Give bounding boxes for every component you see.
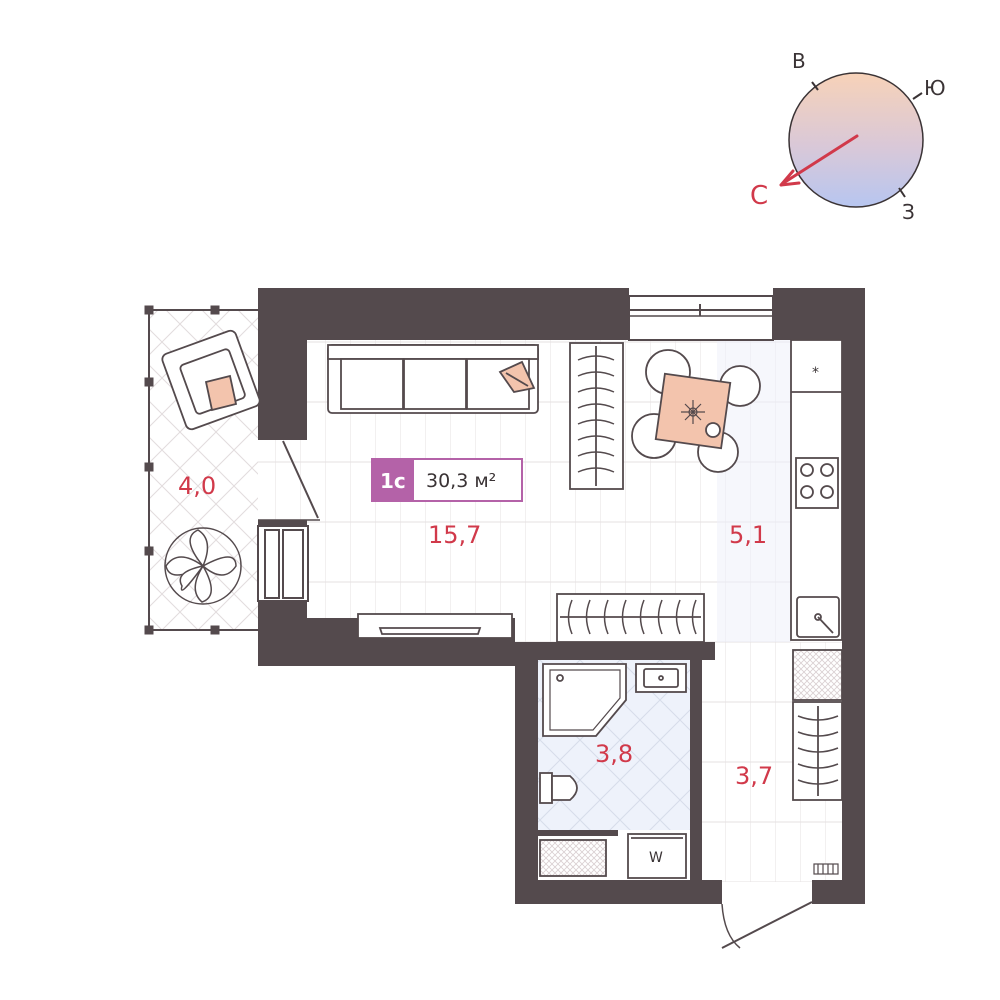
tick-west [898,187,906,198]
wardrobe-bottom [556,593,705,643]
compass-north-label: С [750,181,768,211]
compass-dial [788,72,924,208]
kitchen-counter: * [790,339,843,641]
washer-label: W [649,850,663,866]
entry-niche-floor [258,440,308,522]
hall-cabinets [792,649,843,801]
wall-bath-low [538,830,618,836]
tick-south [912,92,923,100]
wall-bath-left [515,642,538,904]
washbasin-icon [635,663,687,693]
wall-entry-right [812,880,865,904]
dining-set [631,349,761,473]
wall-bath-right [690,660,702,880]
north-arrowhead-icon [779,169,801,187]
compass-west-label: З [902,200,915,224]
north-arrow-icon [783,134,859,184]
tick-east [811,81,819,91]
room-area-kitchen: 5,1 [729,521,767,549]
wall-window-jamb-left [623,288,629,340]
apartment-badge: 1с 30,3 м² [371,458,523,502]
wall-right [842,288,865,904]
entry-door [721,901,813,949]
room-area-balcony: 4,0 [178,472,216,500]
toilet-icon [539,772,578,804]
compass-south-label: Ю [924,76,946,100]
wall-left-upper [258,288,307,440]
bath-cabinet [539,839,607,877]
washing-machine-icon: W [627,833,687,879]
balcony-frame [144,305,258,635]
tv-cabinet [357,613,513,639]
flower-icon [681,400,705,424]
fridge-mark: * [812,365,819,381]
apartment-total-area: 30,3 м² [426,470,496,492]
plant-icon [164,527,242,605]
balcony-door [257,440,320,602]
wall-bath-bottom [515,880,722,904]
wardrobe-top [569,342,624,490]
window-top [628,295,774,341]
sofa [327,344,539,414]
apartment-type-label: 1с [380,469,406,493]
room-area-hall: 3,7 [735,762,773,790]
armchair-icon [161,329,261,431]
wall-top-left [258,288,623,340]
shoe-rack-icon [813,863,839,875]
wall-bath-top [538,642,715,660]
room-area-living: 15,7 [428,521,481,549]
compass-east-label: В [792,49,806,73]
room-area-bathroom: 3,8 [595,740,633,768]
shower-icon [542,663,627,737]
compass: В Ю З С [750,49,946,224]
